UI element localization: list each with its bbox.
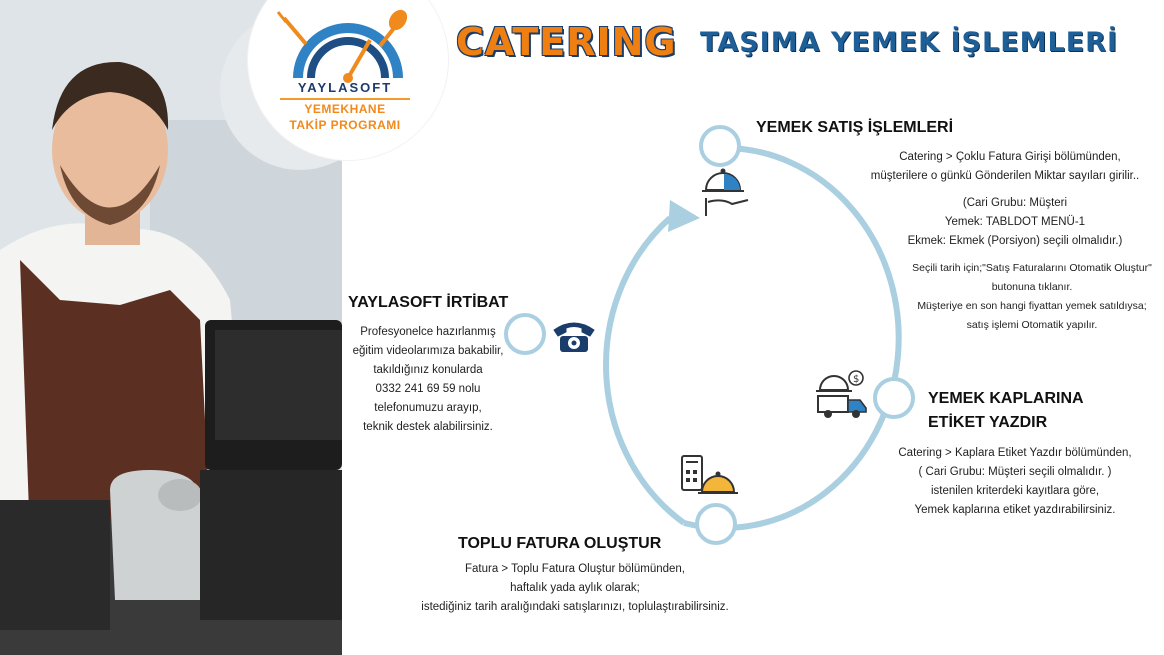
step-etiket-line-4: Yemek kaplarına etiket yazdırabilirsiniz… [914, 504, 1116, 516]
logo-line-1: YEMEKHANE [304, 102, 386, 116]
step-satis-line-6: Seçili tarih için;"Satış Faturalarını Ot… [912, 262, 1152, 274]
step-irtibat-line-3: takıldığınız konularda [373, 364, 483, 376]
step-etiket-line-1: Catering > Kaplara Etiket Yazdır bölümün… [898, 447, 1132, 459]
ring-arc [683, 144, 902, 531]
telephone-icon [553, 322, 595, 352]
serving-dish-hand-icon [702, 168, 749, 216]
delivery-truck-icon: $ [816, 370, 867, 418]
step-satis-title: YEMEK SATIŞ İŞLEMLERİ [756, 119, 954, 136]
step-satis-line-3: (Cari Grubu: Müşteri [962, 197, 1068, 209]
ring-arc-left [603, 215, 686, 526]
step-irtibat-line-6: teknik destek alabilirsiniz. [363, 421, 493, 433]
step-etiket-line-3: istenilen kriterdeki kayıtlara göre, [930, 485, 1100, 497]
step-satis-line-5: Ekmek: Ekmek (Porsiyon) seçili olmalıdır… [907, 235, 1123, 247]
logo-badge [248, 0, 448, 160]
step-fatura-line-1: Fatura > Toplu Fatura Oluştur bölümünden… [464, 563, 685, 575]
step-satis-line-7: butonuna tıklanır. [991, 281, 1073, 293]
node-etiket [873, 377, 915, 419]
node-satis [699, 125, 741, 167]
step-fatura-line-2: haftalık yada aylık olarak; [510, 582, 640, 594]
svg-text:$: $ [853, 374, 859, 385]
ring-arrow [668, 200, 700, 232]
step-fatura-title: TOPLU FATURA OLUŞTUR [458, 535, 662, 552]
page-title: CATERING [456, 20, 677, 64]
step-irtibat-line-1: Profesyonelce hazırlanmış [360, 326, 496, 338]
step-etiket-title-1: YEMEK KAPLARINA [928, 390, 1084, 407]
logo-wheel-icon [276, 9, 408, 83]
step-irtibat-line-4: 0332 241 69 59 nolu [375, 383, 481, 395]
step-satis-line-1: Catering > Çoklu Fatura Girişi bölümünde… [899, 151, 1121, 163]
step-etiket-title-2: ETİKET YAZDIR [928, 414, 1048, 431]
logo-line-2: TAKİP PROGRAMI [289, 118, 401, 132]
step-satis-line-9: satış işlemi Otomatik yapılır. [966, 319, 1098, 331]
step-fatura-line-3: istediğiniz tarih aralığındaki satışları… [421, 601, 729, 613]
step-etiket-line-2: ( Cari Grubu: Müşteri seçili olmalıdır. … [918, 466, 1112, 478]
step-irtibat-line-5: telefonumuzu arayıp, [374, 402, 482, 414]
node-irtibat [504, 313, 546, 355]
step-satis-line-2: müşterilere o günkü Gönderilen Miktar sa… [870, 170, 1140, 182]
logo-brand: YAYLASOFT [280, 80, 410, 100]
step-irtibat-title: YAYLASOFT İRTİBAT [348, 294, 509, 311]
node-fatura [695, 503, 737, 545]
step-satis-line-4: Yemek: TABLDOT MENÜ-1 [944, 216, 1086, 228]
step-satis-line-8: Müşteriye en son hangi fiyattan yemek sa… [917, 300, 1147, 312]
step-irtibat-line-2: eğitim videolarımıza bakabilir, [352, 345, 504, 357]
page-subtitle: TAŞIMA YEMEK İŞLEMLERİ [700, 27, 1118, 58]
pos-receipt-icon [681, 455, 738, 494]
